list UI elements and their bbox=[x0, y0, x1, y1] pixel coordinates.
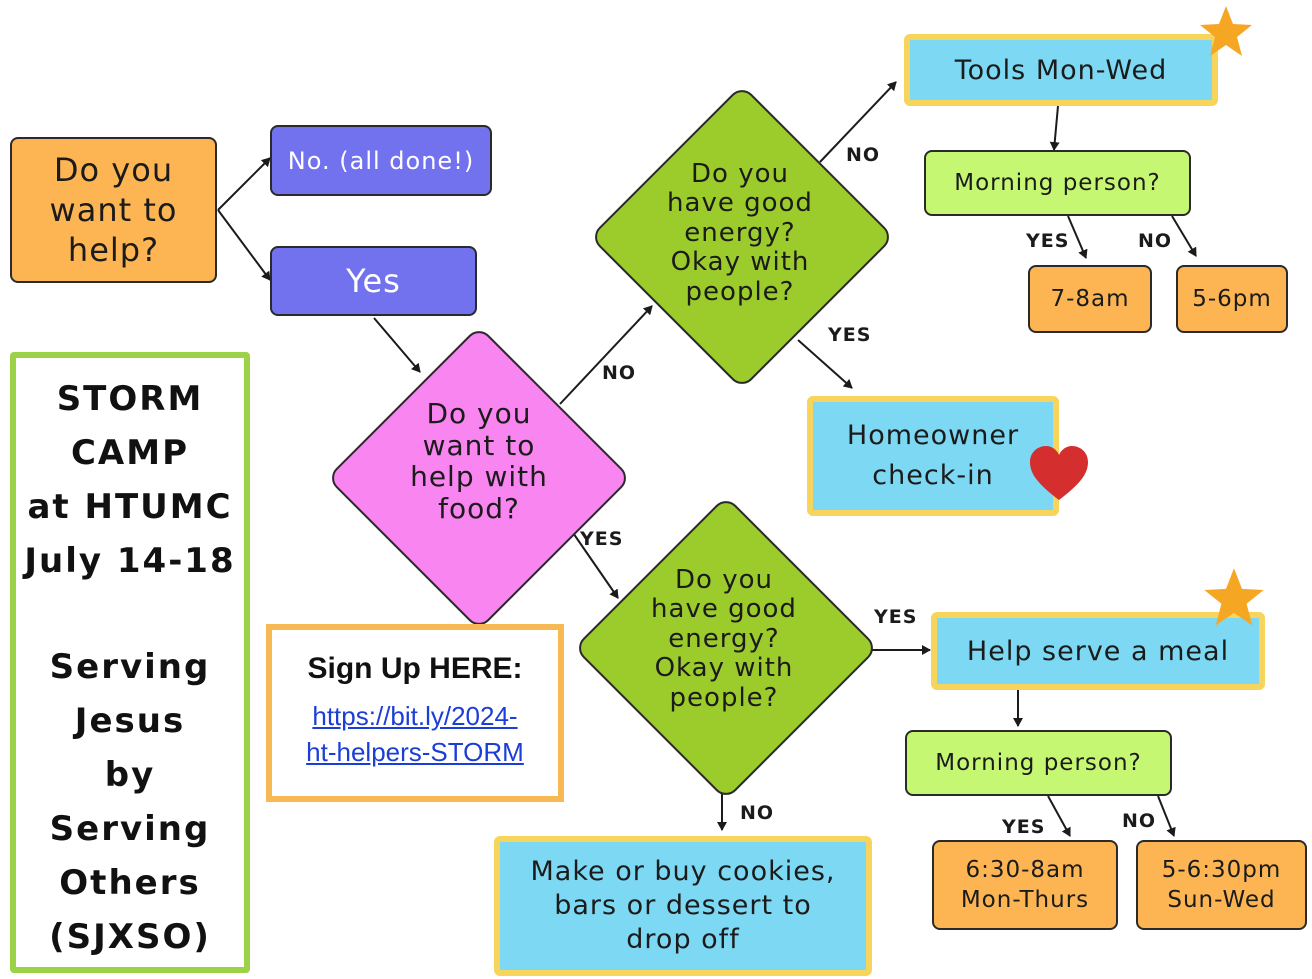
label-yes-tools-morning: YES bbox=[1026, 230, 1070, 252]
label-no-bottom: NO bbox=[740, 802, 775, 824]
time-5-6pm-box: 5-6pm bbox=[1176, 265, 1288, 333]
camp-title: STORM CAMP at HTUMC July 14-18 bbox=[24, 379, 236, 581]
label-yes-meal-morning: YES bbox=[1002, 816, 1046, 838]
label-yes-top: YES bbox=[828, 324, 872, 346]
food-question-text: Do you want to help with food? bbox=[410, 397, 548, 525]
label-no-tools-morning: NO bbox=[1138, 230, 1173, 252]
morning-person-box-bottom: Morning person? bbox=[905, 730, 1172, 796]
label-no-meal-morning: NO bbox=[1122, 810, 1157, 832]
yes-box: Yes bbox=[270, 246, 477, 316]
label-yes-food: YES bbox=[580, 528, 624, 550]
camp-info-box: STORM CAMP at HTUMC July 14-18 Serving J… bbox=[10, 352, 250, 973]
label-no-food: NO bbox=[602, 362, 637, 384]
label-yes-bottom: YES bbox=[874, 606, 918, 628]
camp-motto: Serving Jesus by Serving Others (SJXSO) bbox=[49, 647, 211, 957]
star-icon bbox=[1204, 568, 1264, 626]
no-all-done-box: No. (all done!) bbox=[270, 125, 492, 196]
time-7-8am-box: 7-8am bbox=[1028, 265, 1152, 333]
energy-question-text-top: Do you have good energy? Okay with peopl… bbox=[667, 159, 813, 307]
signup-box: Sign Up HERE: https://bit.ly/2024- ht-he… bbox=[266, 624, 564, 802]
homeowner-checkin-box: Homeowner check-in bbox=[807, 396, 1059, 516]
serve-meal-box: Help serve a meal bbox=[931, 612, 1265, 690]
label-no-top: NO bbox=[846, 144, 881, 166]
energy-question-text-bottom: Do you have good energy? Okay with peopl… bbox=[651, 565, 797, 713]
heart-icon bbox=[1030, 446, 1088, 500]
cookies-box: Make or buy cookies, bars or dessert to … bbox=[494, 836, 872, 976]
start-question-box: Do you want to help? bbox=[10, 137, 217, 283]
time-630-8am-box: 6:30-8am Mon-Thurs bbox=[932, 840, 1118, 930]
signup-title: Sign Up HERE: bbox=[307, 652, 523, 685]
morning-person-box-top: Morning person? bbox=[924, 150, 1191, 216]
star-icon bbox=[1200, 6, 1252, 56]
signup-link[interactable]: https://bit.ly/2024- ht-helpers-STORM bbox=[306, 701, 524, 767]
time-5-630pm-box: 5-6:30pm Sun-Wed bbox=[1136, 840, 1307, 930]
tools-box: Tools Mon-Wed bbox=[904, 34, 1218, 106]
